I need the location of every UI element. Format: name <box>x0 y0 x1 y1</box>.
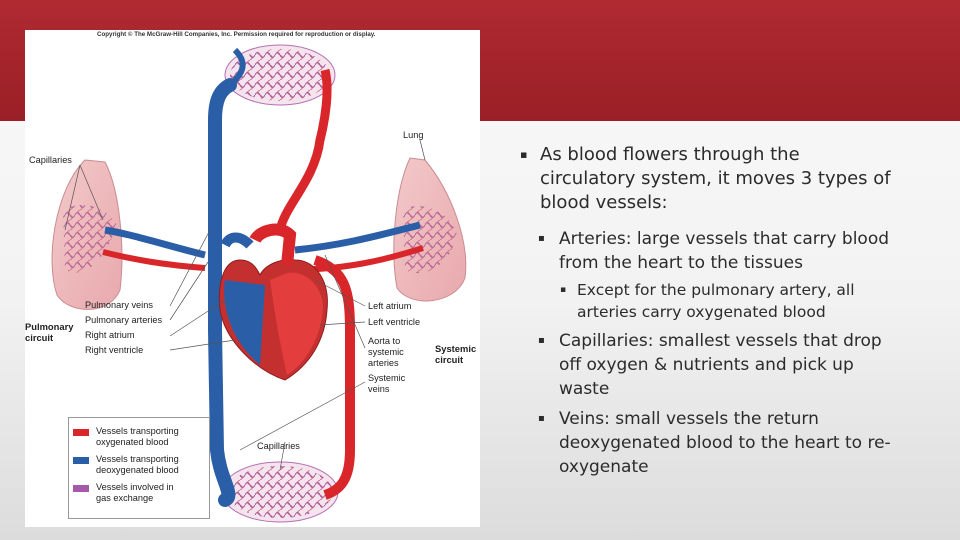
legend-label: Vessels transporting oxygenated blood <box>96 426 179 447</box>
pulmonary-circuit-label: Pulmonary circuit <box>25 321 74 343</box>
pulmonary-veins-label: Pulmonary veins <box>85 300 153 310</box>
bullet-marker: ▪ <box>538 233 545 244</box>
pulmonary-arteries-label: Pulmonary arteries <box>85 315 163 325</box>
copyright-notice: Copyright © The McGraw-Hill Companies, I… <box>97 31 376 38</box>
bullet-capillaries-text: Capillaries: smallest vessels that drop … <box>559 331 882 399</box>
legend-label: Vessels involved in gas exchange <box>96 482 174 503</box>
lung-label: Lung <box>403 130 424 140</box>
right-ventricle-label: Right ventricle <box>85 345 144 355</box>
legend-label: Vessels transporting deoxygenated blood <box>96 454 179 475</box>
capillaries-label-top: Capillaries <box>29 155 72 165</box>
right-atrium-label: Right atrium <box>85 330 135 340</box>
legend-swatch-purple <box>73 485 89 492</box>
systemic-circuit-label: Systemic circuit <box>435 343 477 365</box>
bullet-arteries-exception-text: Except for the pulmonary artery, all art… <box>577 281 855 321</box>
bullet-marker: ▪ <box>560 285 567 295</box>
left-ventricle-label: Left ventricle <box>368 317 421 327</box>
bullet-main-text: As blood flowers through the circulatory… <box>540 144 891 213</box>
diagram-legend: Vessels transporting oxygenated blood Ve… <box>68 417 210 519</box>
legend-swatch-blue <box>73 457 89 464</box>
systemic-veins-label: Systemic veins <box>368 373 406 394</box>
bullet-veins-text: Veins: small vessels the return deoxygen… <box>559 409 891 477</box>
bullet-arteries-text: Arteries: large vessels that carry blood… <box>559 229 890 273</box>
left-atrium-label: Left atrium <box>368 301 412 311</box>
capillaries-label-bottom: Capillaries <box>257 441 300 451</box>
legend-swatch-red <box>73 429 89 436</box>
aorta-label: Aorta to systemic arteries <box>368 336 404 368</box>
circulatory-system-diagram: Copyright © The McGraw-Hill Companies, I… <box>25 30 480 527</box>
bullet-marker: ▪ <box>520 148 528 161</box>
bullet-marker: ▪ <box>538 413 545 424</box>
bullet-marker: ▪ <box>538 335 545 346</box>
circulation-illustration <box>51 44 467 523</box>
